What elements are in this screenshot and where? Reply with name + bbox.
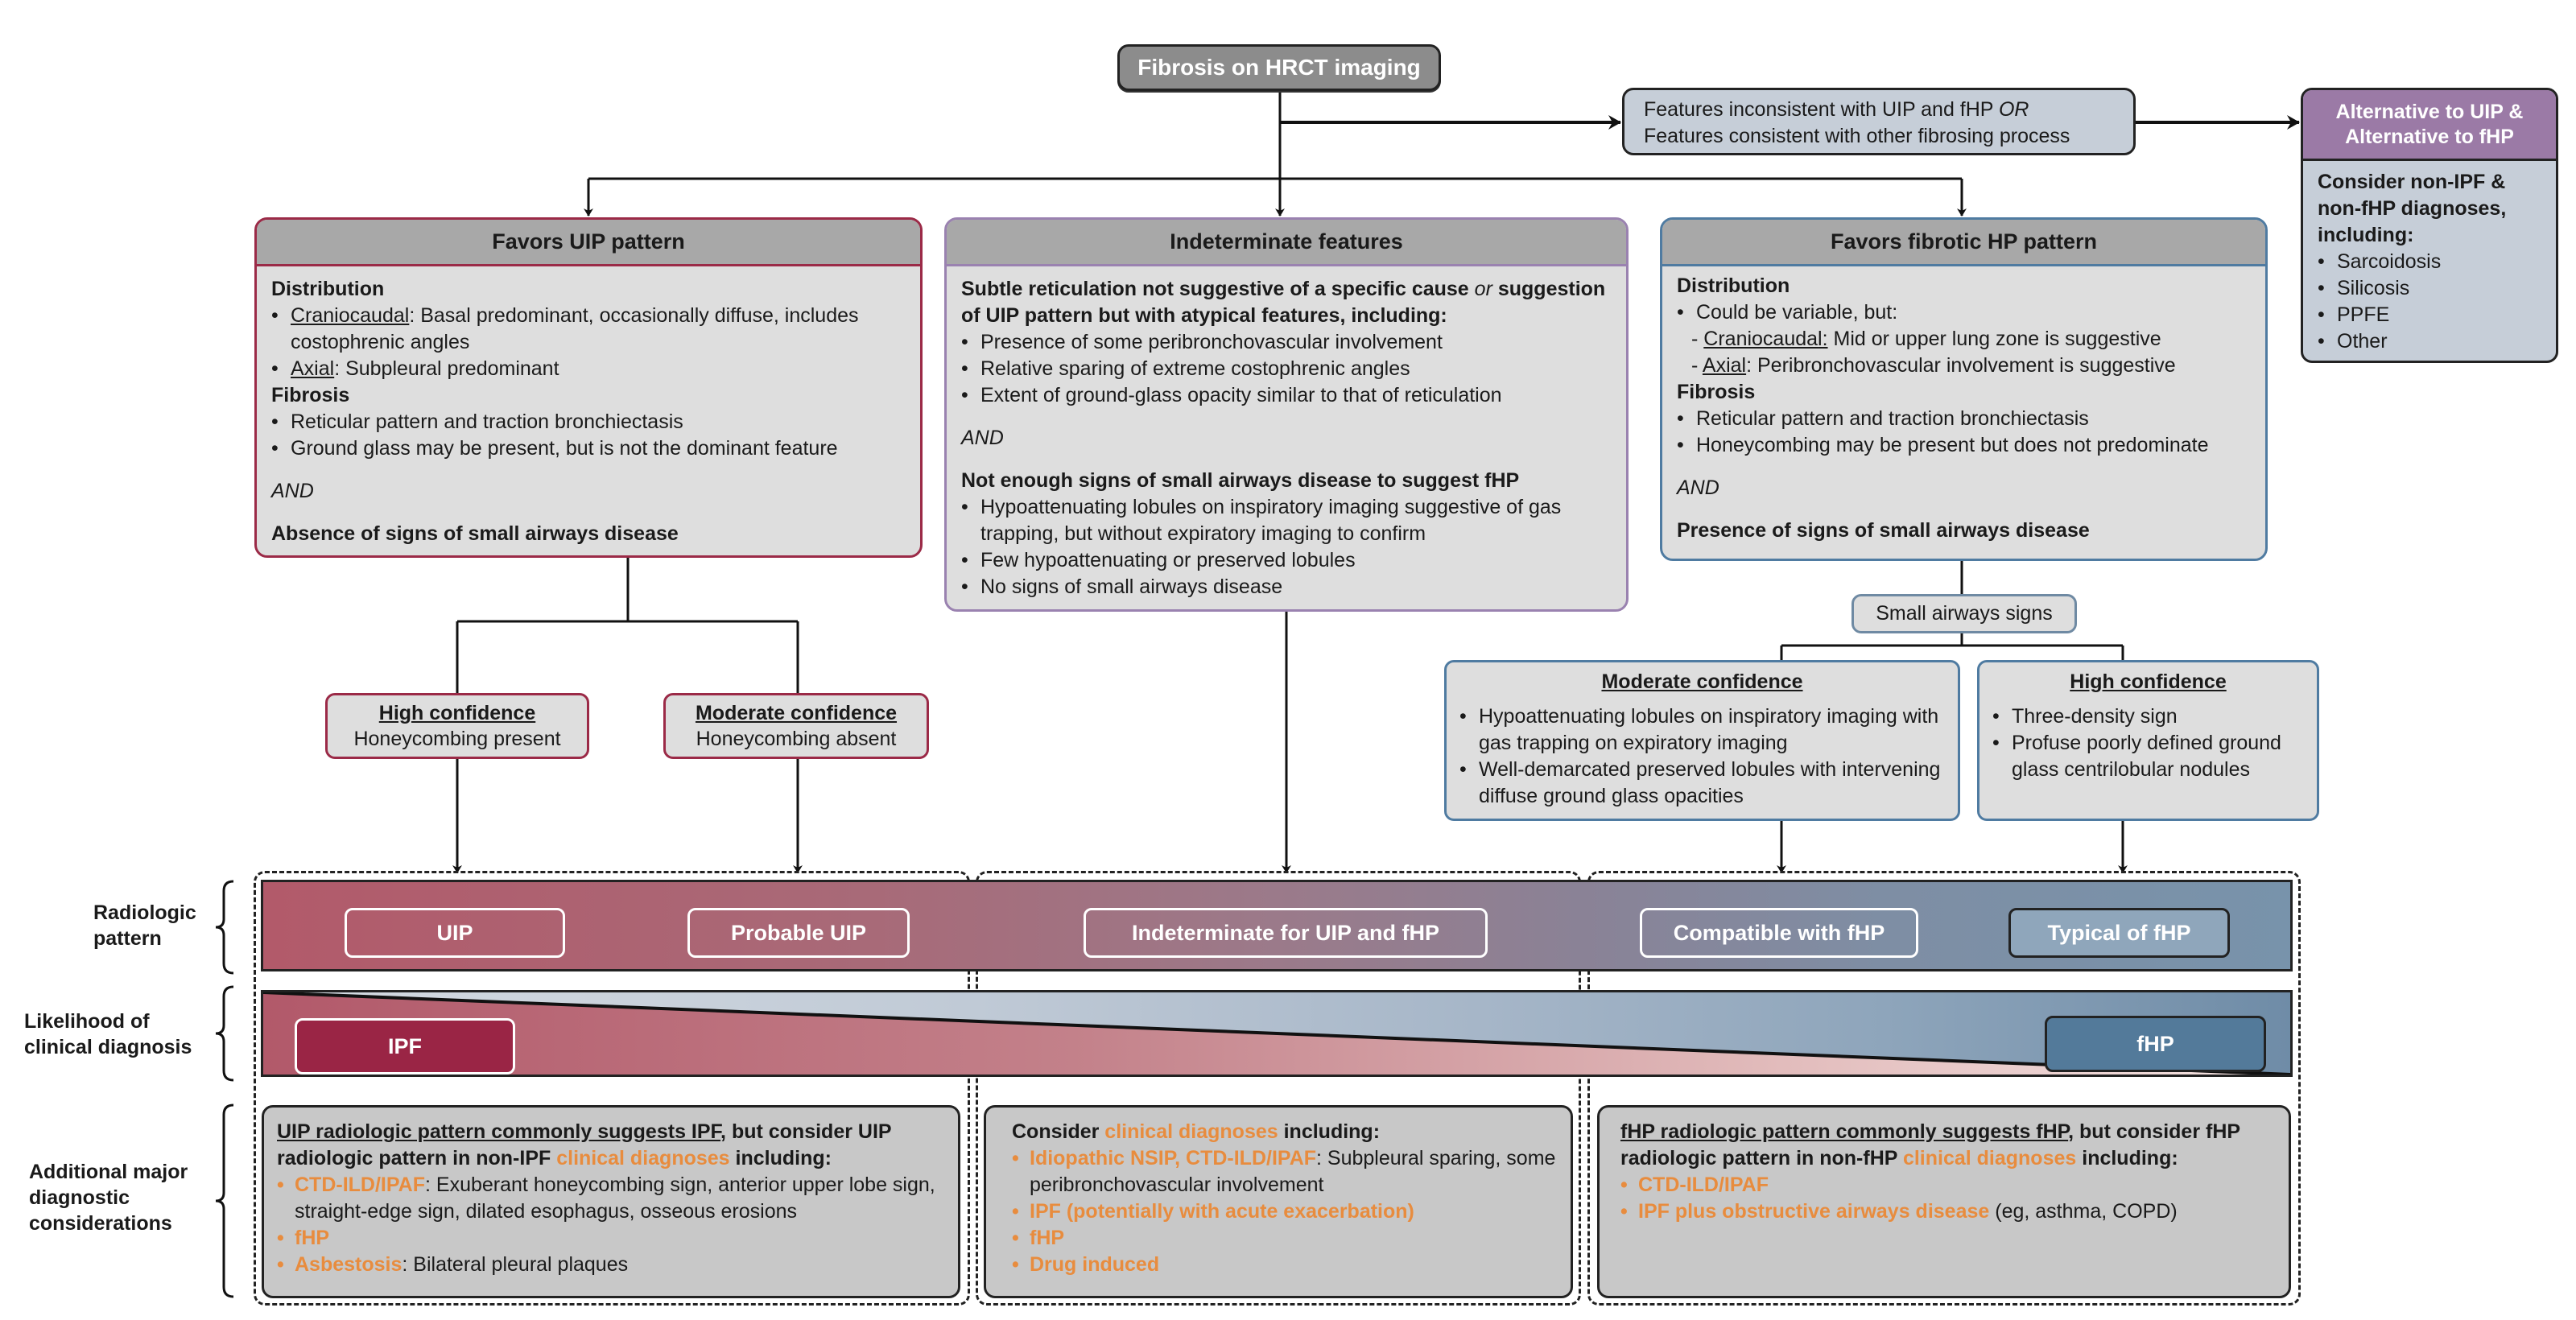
- alternative-header: Alternative to UIP & Alternative to fHP: [2303, 90, 2556, 161]
- hp-conclusion: Presence of signs of small airways disea…: [1677, 519, 2090, 542]
- hp-distribution-item: Could be variable, but:: [1677, 299, 2251, 326]
- hp-moderate-item: Well-demarcated preserved lobules with i…: [1459, 757, 1945, 810]
- considerations-fhp: fHP radiologic pattern commonly suggests…: [1597, 1105, 2291, 1298]
- considerations-uip-lead: UIP radiologic pattern commonly suggests…: [277, 1120, 892, 1169]
- uip-conclusion: Absence of signs of small airways diseas…: [271, 522, 679, 545]
- hp-moderate-confidence-title: Moderate confidence: [1601, 670, 1803, 693]
- uip-distribution-heading: Distribution: [271, 278, 385, 300]
- row-label-radiologic: Radiologic pattern: [93, 901, 196, 950]
- pattern-typical-fhp: Typical of fHP: [2008, 908, 2230, 958]
- considerations-ind-item: Idiopathic NSIP, CTD-ILD/IPAF: Subpleura…: [1012, 1145, 1558, 1198]
- alternative-item: Other: [2318, 328, 2541, 355]
- uip-fibrosis-item: Reticular pattern and traction bronchiec…: [271, 409, 906, 435]
- uip-high-confidence-title: High confidence: [378, 702, 536, 724]
- inconsistent-line1: Features inconsistent with UIP and fHP: [1644, 98, 1999, 121]
- uip-and: AND: [271, 480, 314, 502]
- indeterminate-header: Indeterminate features: [947, 220, 1626, 266]
- hp-high-item: Profuse poorly defined ground glass cent…: [1992, 730, 2304, 783]
- inconsistent-line2: Features consistent with other fibrosing…: [1644, 125, 2070, 147]
- row-label-additional: Additional major diagnostic consideratio…: [29, 1161, 188, 1235]
- uip-high-confidence-box: High confidence Honeycombing present: [325, 693, 589, 759]
- indeterminate-item: Extent of ground-glass opacity similar t…: [961, 382, 1612, 409]
- pattern-probable-uip: Probable UIP: [687, 908, 910, 958]
- favors-uip-box: Favors UIP pattern Distribution Cranioca…: [254, 217, 923, 558]
- alternative-header-line1: Alternative to UIP &: [2335, 100, 2524, 123]
- considerations-fhp-lead: fHP radiologic pattern commonly suggests…: [1620, 1120, 2240, 1169]
- indeterminate-column-frame: [976, 871, 1581, 1306]
- uip-split-line: [456, 558, 799, 693]
- indeterminate-lead2: Not enough signs of small airways diseas…: [961, 469, 1520, 492]
- pattern-compatible-fhp: Compatible with fHP: [1640, 908, 1918, 958]
- considerations-fhp-item: CTD-ILD/IPAF: [1620, 1172, 2276, 1198]
- indeterminate-item: Few hypoattenuating or preserved lobules: [961, 547, 1612, 574]
- pattern-indeterminate: Indeterminate for UIP and fHP: [1084, 908, 1488, 958]
- indeterminate-item: Presence of some peribronchovascular inv…: [961, 329, 1612, 356]
- small-airways-signs-label: Small airways signs: [1876, 602, 2053, 625]
- hp-fibrosis-item: Reticular pattern and traction bronchiec…: [1677, 406, 2251, 432]
- uip-distribution-item: Axial: Subpleural predominant: [271, 356, 906, 382]
- pattern-uip: UIP: [345, 908, 565, 958]
- considerations-uip-item: CTD-ILD/IPAF: Exuberant honeycombing sig…: [277, 1172, 945, 1225]
- alternative-body: Consider non-IPF & non-fHP diagnoses, in…: [2303, 161, 2556, 361]
- considerations-uip-item: fHP: [277, 1225, 945, 1252]
- alternative-header-line2: Alternative to fHP: [2345, 125, 2514, 148]
- alternative-lead: Consider non-IPF & non-fHP diagnoses, in…: [2318, 171, 2507, 246]
- fibrosis-hrct-label: Fibrosis on HRCT imaging: [1137, 55, 1421, 80]
- uip-fibrosis-heading: Fibrosis: [271, 384, 350, 406]
- hp-high-confidence-box: High confidence Three-density sign Profu…: [1977, 660, 2319, 821]
- likelihood-wedge: [263, 992, 2290, 1075]
- fhp-column-frame: [1587, 871, 2301, 1306]
- indeterminate-item: Hypoattenuating lobules on inspiratory i…: [961, 494, 1612, 547]
- inconsistent-or: OR: [1998, 98, 2029, 121]
- uip-column-frame: [254, 871, 970, 1306]
- alternative-item: Sarcoidosis: [2318, 249, 2541, 275]
- inconsistent-features-node: Features inconsistent with UIP and fHP O…: [1622, 88, 2136, 155]
- hp-fibrosis-item: Honeycombing may be present but does not…: [1677, 432, 2251, 459]
- considerations-ind-item: IPF (potentially with acute exacerbation…: [1012, 1198, 1558, 1225]
- row-label-likelihood: Likelihood of clinical diagnosis: [24, 1010, 192, 1058]
- hp-distribution-subitem: - Axial: Peribronchovascular involvement…: [1691, 354, 2176, 377]
- favors-hp-header: Favors fibrotic HP pattern: [1662, 220, 2265, 266]
- alternative-item: PPFE: [2318, 302, 2541, 328]
- fibrosis-hrct-node: Fibrosis on HRCT imaging: [1117, 44, 1441, 91]
- uip-moderate-confidence-text: Honeycombing absent: [696, 728, 897, 750]
- uip-distribution-item: Craniocaudal: Basal predominant, occasio…: [271, 303, 906, 356]
- likelihood-band: [261, 990, 2293, 1077]
- indeterminate-box: Indeterminate features Subtle reticulati…: [944, 217, 1629, 612]
- considerations-fhp-item: IPF plus obstructive airways disease (eg…: [1620, 1198, 2276, 1225]
- saw-split-line: [1780, 633, 2124, 660]
- considerations-ind-item: Drug induced: [1012, 1252, 1558, 1278]
- likelihood-ipf: IPF: [295, 1018, 515, 1075]
- indeterminate-lead: Subtle reticulation not suggestive of a …: [961, 278, 1606, 327]
- hp-moderate-item: Hypoattenuating lobules on inspiratory i…: [1459, 703, 1945, 757]
- uip-high-confidence-text: Honeycombing present: [353, 728, 561, 750]
- indeterminate-item: Relative sparing of extreme costophrenic…: [961, 356, 1612, 382]
- indeterminate-item: No signs of small airways disease: [961, 574, 1612, 600]
- favors-hp-box: Favors fibrotic HP pattern Distribution …: [1660, 217, 2268, 561]
- considerations-ind-lead: Consider clinical diagnoses including:: [1012, 1120, 1381, 1143]
- hp-distribution-subitem: - Craniocaudal: Mid or upper lung zone i…: [1691, 328, 2161, 350]
- hp-distribution-heading: Distribution: [1677, 274, 1790, 297]
- uip-moderate-confidence-box: Moderate confidence Honeycombing absent: [663, 693, 929, 759]
- uip-moderate-confidence-title: Moderate confidence: [695, 702, 898, 724]
- considerations-indeterminate: Consider clinical diagnoses including: I…: [984, 1105, 1573, 1298]
- hp-fibrosis-heading: Fibrosis: [1677, 381, 1756, 403]
- considerations-uip: UIP radiologic pattern commonly suggests…: [262, 1105, 960, 1298]
- favors-uip-header: Favors UIP pattern: [257, 220, 920, 266]
- hp-high-confidence-title: High confidence: [2070, 670, 2227, 693]
- indeterminate-and: AND: [961, 427, 1004, 449]
- alternative-node: Alternative to UIP & Alternative to fHP …: [2301, 88, 2558, 363]
- likelihood-fhp: fHP: [2045, 1016, 2266, 1072]
- hp-and: AND: [1677, 476, 1719, 499]
- considerations-ind-item: fHP: [1012, 1225, 1558, 1252]
- hp-moderate-confidence-box: Moderate confidence Hypoattenuating lobu…: [1444, 660, 1960, 821]
- alternative-item: Silicosis: [2318, 275, 2541, 302]
- hp-high-item: Three-density sign: [1992, 703, 2304, 730]
- small-airways-signs-box: Small airways signs: [1852, 594, 2077, 633]
- uip-fibrosis-item: Ground glass may be present, but is not …: [271, 435, 906, 462]
- considerations-uip-item: Asbestosis: Bilateral pleural plaques: [277, 1252, 945, 1278]
- brace-likelihood: [215, 985, 234, 1082]
- likelihood-divider: [263, 992, 2290, 1075]
